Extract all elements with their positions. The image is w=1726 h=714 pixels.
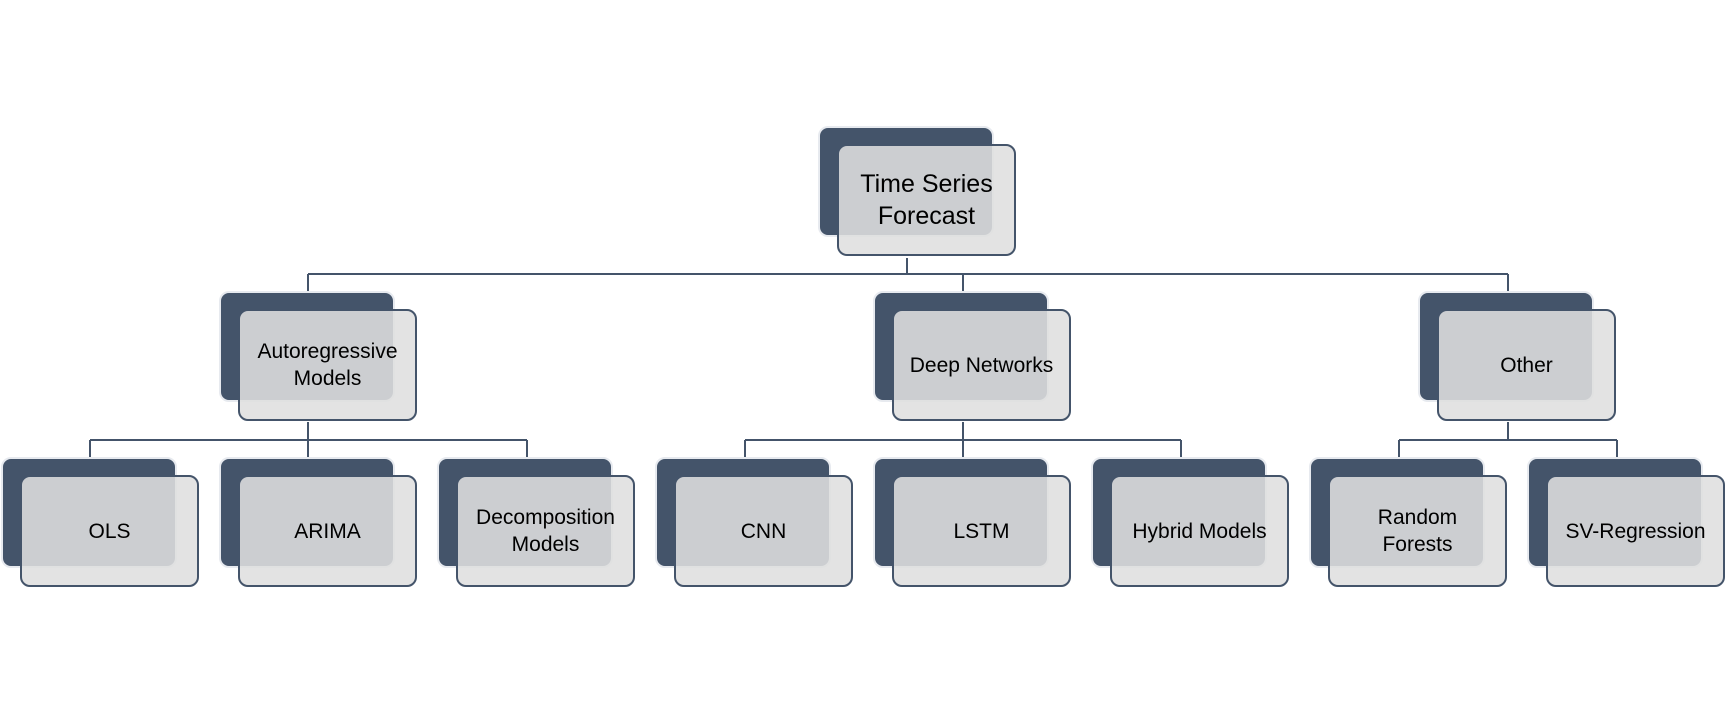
node-leaf-label: SV-Regression [1565, 519, 1706, 543]
node-leaf-cnn: CNN [655, 457, 853, 587]
node-category-box: Other [1437, 309, 1616, 421]
connector-autoregressive-to-children [89, 422, 528, 458]
node-leaf-label: LSTM [953, 519, 1010, 543]
node-leaf-box: LSTM [892, 475, 1071, 587]
node-leaf-label: Decomposition Models [476, 506, 615, 556]
node-leaf-sv-regression: SV-Regression [1527, 457, 1725, 587]
node-leaf-box: Random Forests [1328, 475, 1507, 587]
node-leaf-box: CNN [674, 475, 853, 587]
node-leaf-lstm: LSTM [873, 457, 1071, 587]
connector-root-to-categories [307, 258, 1509, 292]
node-category-box: Autoregressive Models [238, 309, 417, 421]
node-category-label: Deep Networks [909, 353, 1054, 377]
node-root-box: Time Series Forecast [837, 144, 1016, 256]
node-leaf-decomposition-models: Decomposition Models [437, 457, 635, 587]
node-leaf-label: Random Forests [1377, 506, 1458, 556]
node-leaf-box: SV-Regression [1546, 475, 1725, 587]
node-leaf-label: Hybrid Models [1132, 519, 1267, 543]
node-root: Time Series Forecast [818, 126, 1016, 256]
node-category-box: Deep Networks [892, 309, 1071, 421]
node-leaf-box: ARIMA [238, 475, 417, 587]
node-category-label: Autoregressive Models [257, 340, 398, 390]
node-category-deep-networks: Deep Networks [873, 291, 1071, 421]
connector-deep-networks-to-children [744, 422, 1182, 458]
node-leaf-arima: ARIMA [219, 457, 417, 587]
node-leaf-box: Decomposition Models [456, 475, 635, 587]
node-leaf-box: Hybrid Models [1110, 475, 1289, 587]
node-leaf-box: OLS [20, 475, 199, 587]
node-leaf-hybrid-models: Hybrid Models [1091, 457, 1289, 587]
node-category-other: Other [1418, 291, 1616, 421]
node-category-autoregressive: Autoregressive Models [219, 291, 417, 421]
node-root-label: Time Series Forecast [860, 170, 993, 230]
node-category-label: Other [1500, 353, 1553, 377]
node-leaf-label: ARIMA [294, 519, 361, 543]
node-leaf-label: OLS [88, 519, 131, 543]
node-leaf-ols: OLS [1, 457, 199, 587]
node-leaf-random-forests: Random Forests [1309, 457, 1507, 587]
connector-other-to-children [1398, 422, 1618, 458]
node-leaf-label: CNN [740, 519, 787, 543]
